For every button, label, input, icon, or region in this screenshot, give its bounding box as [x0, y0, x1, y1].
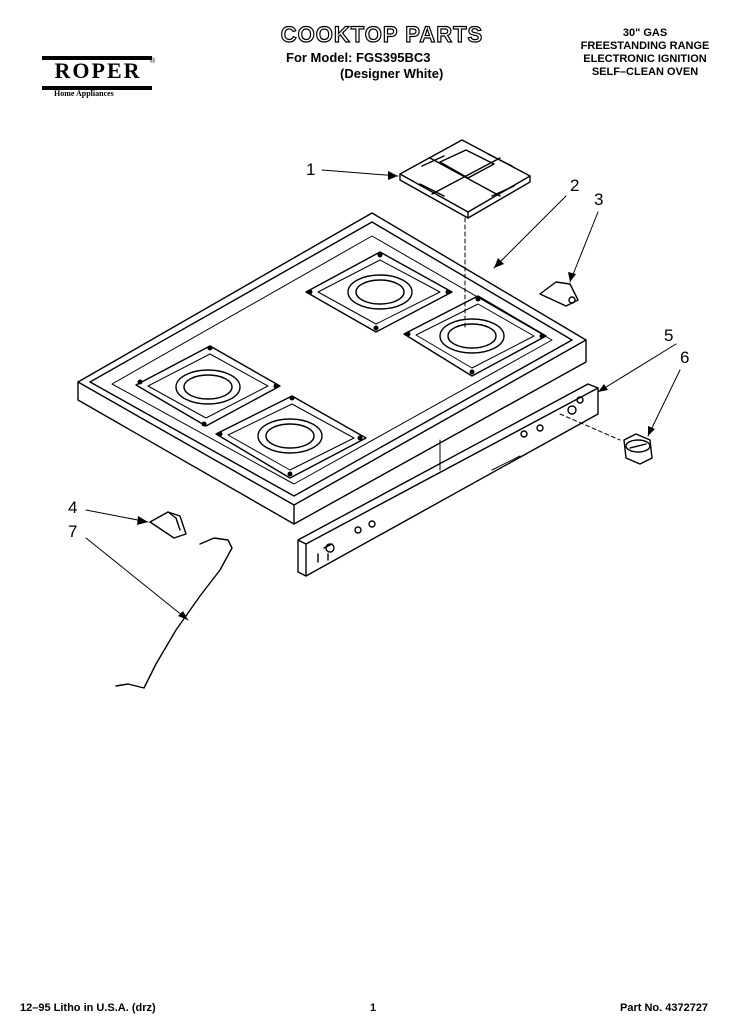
callout-4: 4 [68, 498, 78, 517]
mounting-screws [137, 252, 545, 477]
control-panel [297, 383, 599, 577]
page-title: COOKTOP PARTS [280, 21, 484, 47]
model-color: (Designer White) [340, 66, 444, 81]
roper-logo: ROPER [54, 58, 142, 83]
control-knob [623, 433, 653, 465]
logo-trademark: ® [150, 58, 156, 65]
callout-1: 1 [306, 160, 316, 179]
burner-plate-right-rear [305, 251, 453, 333]
spec-line-3: ELECTRONIC IGNITION [583, 53, 707, 65]
spec-line-1: 30" GAS [622, 27, 668, 39]
spec-line-4: SELF–CLEAN OVEN [591, 66, 699, 78]
burner-grate [399, 139, 531, 219]
igniter-wire [115, 537, 233, 689]
callout-7: 7 [68, 522, 78, 541]
burner-plate-left-front [215, 395, 367, 479]
leader-lines [85, 169, 681, 621]
callout-2: 2 [570, 176, 580, 195]
cooktop-panel [77, 212, 587, 525]
burner-plate-right-front [403, 295, 547, 377]
callout-6: 6 [680, 348, 690, 367]
callout-5: 5 [664, 326, 674, 345]
model-number: For Model: FGS395BC3 [286, 50, 431, 65]
igniter-front [149, 511, 187, 539]
callout-3: 3 [594, 190, 604, 209]
burner-openings [175, 274, 505, 454]
knob-alignment-line [559, 413, 621, 441]
igniter-rear [539, 281, 579, 307]
burner-plate-left-rear [135, 345, 281, 427]
leader-arrowheads [137, 171, 655, 620]
roper-logo-frame [42, 56, 152, 90]
spec-line-2: FREESTANDING RANGE [580, 40, 710, 52]
footer-page-number: 1 [370, 1002, 377, 1014]
footer-print-info: 12–95 Litho in U.S.A. (drz) [20, 1002, 156, 1014]
footer-part-number: Part No. 4372727 [620, 1002, 709, 1014]
logo-subtitle: Home Appliances [54, 89, 114, 98]
